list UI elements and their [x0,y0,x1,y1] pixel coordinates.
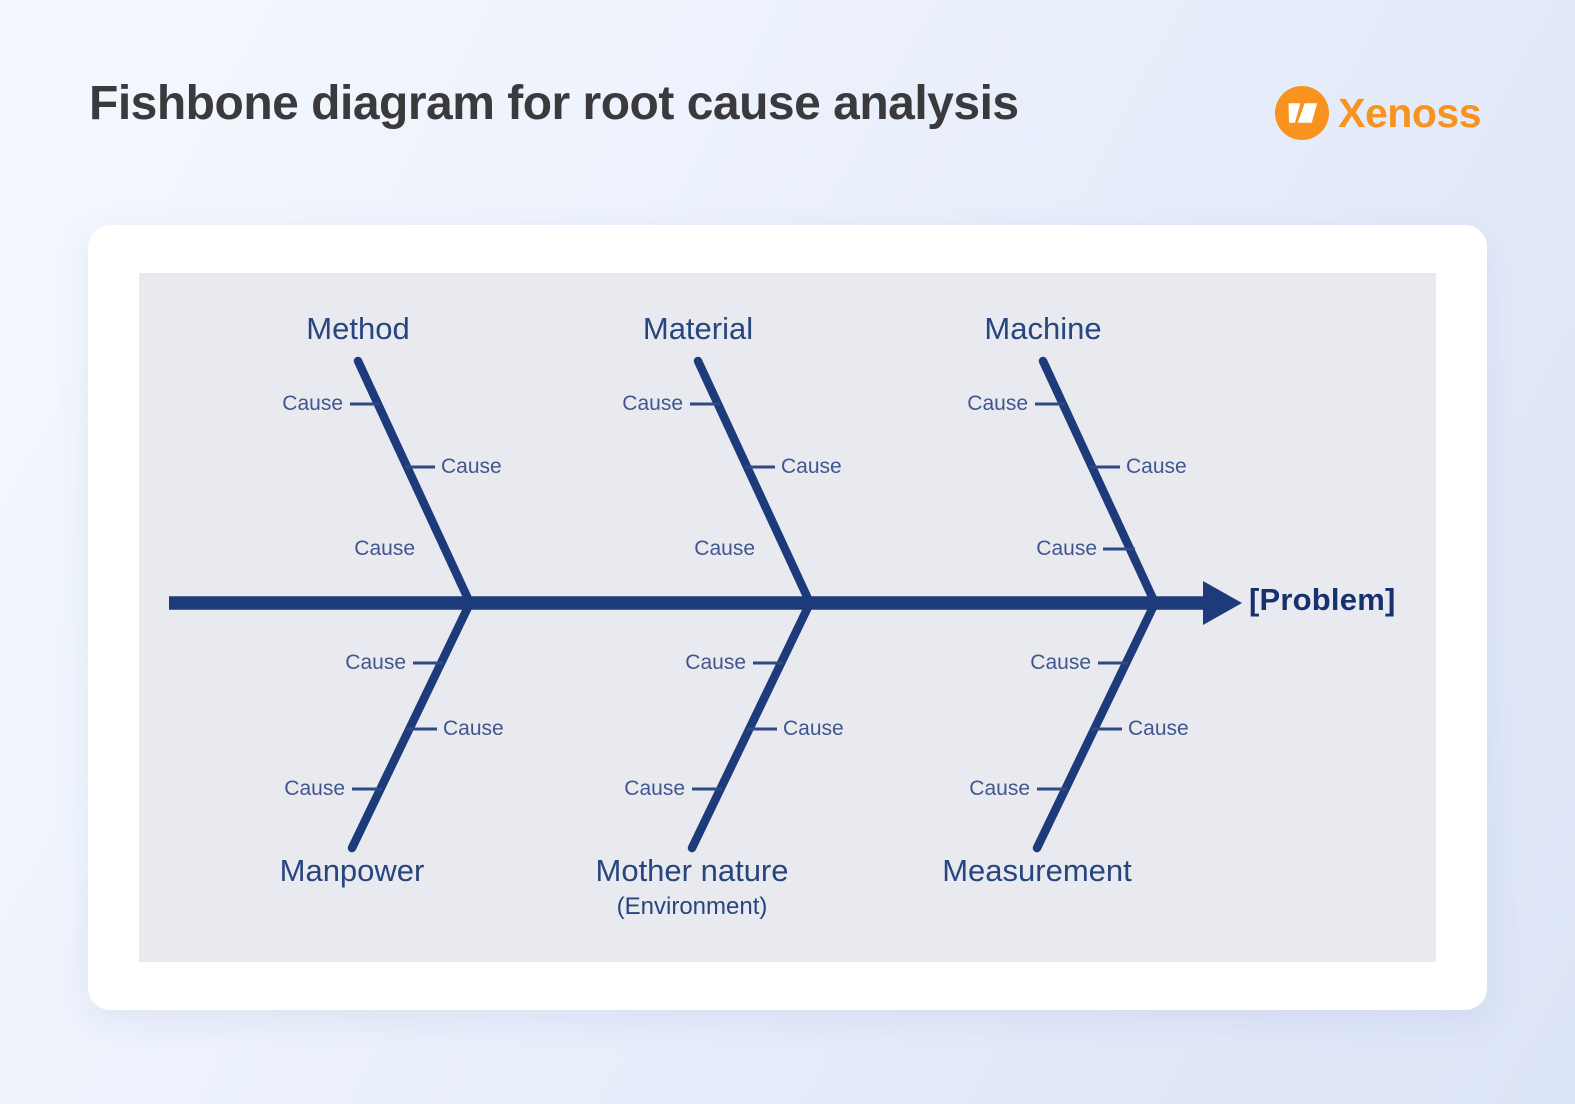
cause-label: Cause [967,392,1028,415]
diagram-card: Method Material Machine Manpower Mother … [88,225,1487,1010]
diagram-panel: Method Material Machine Manpower Mother … [139,273,1436,962]
method-branch-line [353,356,475,608]
measurement-cause-ticks [1037,661,1128,791]
manpower-cause-ticks [352,661,443,791]
cause-label: Cause [783,717,844,740]
cause-label: Cause [345,651,406,674]
cause-label: Cause [284,777,345,800]
cause-label: Cause [969,777,1030,800]
cause-label: Cause [1126,455,1187,478]
branch-sublabel-environment: (Environment) [616,893,768,920]
branch-label-method: Method [306,311,410,346]
cause-label: Cause [1036,537,1097,560]
cause-label: Cause [1128,717,1189,740]
fishbone-skeleton [169,356,1242,853]
branch-label-mother-nature: Mother nature (Environment) [596,851,789,923]
cause-label: Cause [354,537,415,560]
method-cause-ticks [350,402,435,469]
manpower-branch-line [347,598,475,853]
cause-label: Cause [781,455,842,478]
mother-nature-cause-ticks [692,661,783,791]
branch-label-manpower: Manpower [279,853,425,888]
measurement-branch-line [1032,598,1160,853]
cause-label: Cause [694,537,755,560]
problem-label: [Problem] [1249,582,1396,617]
cause-label: Cause [441,455,502,478]
material-cause-ticks [690,402,775,469]
cause-label: Cause [685,651,746,674]
spine-arrowhead [1203,581,1242,625]
branch-label-machine: Machine [984,311,1102,346]
page-title: Fishbone diagram for root cause analysis [89,77,1019,130]
material-branch-line [693,356,815,608]
branch-label-measurement: Measurement [942,853,1132,888]
branch-label-material: Material [642,311,754,346]
cause-label: Cause [282,392,343,415]
mother-nature-branch-line [687,598,815,853]
cause-label: Cause [622,392,683,415]
cause-label: Cause [443,717,504,740]
cause-label: Cause [1030,651,1091,674]
xenoss-logo-text: Xenoss [1338,90,1481,136]
machine-branch-line [1038,356,1160,608]
machine-cause-ticks [1035,402,1135,551]
cause-label: Cause [624,777,685,800]
xenoss-logo-icon [1275,86,1330,140]
xenoss-logo: Xenoss [1275,86,1481,140]
